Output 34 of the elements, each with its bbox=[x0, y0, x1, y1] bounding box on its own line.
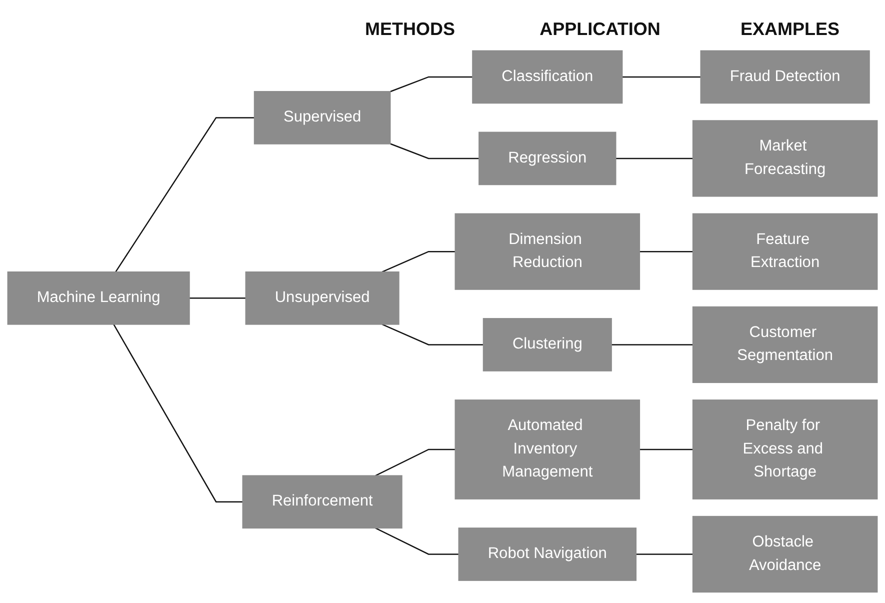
process-box: Supervised bbox=[254, 91, 391, 144]
process-box: Penalty for Excess and Shortage bbox=[692, 400, 878, 500]
process-box: Market Forecasting bbox=[692, 120, 878, 197]
connector-line bbox=[390, 143, 480, 160]
connector-line bbox=[115, 117, 254, 272]
connector-line bbox=[390, 76, 473, 92]
connector-line bbox=[640, 251, 693, 252]
process-box: Fraud Detection bbox=[700, 50, 870, 104]
connector-line bbox=[622, 76, 701, 78]
connector-line bbox=[636, 554, 693, 555]
column-heading: EXAMPLES bbox=[739, 19, 841, 40]
process-box: Obstacle Avoidance bbox=[692, 516, 878, 593]
process-box: Customer Segmentation bbox=[692, 306, 878, 384]
process-box: Feature Extraction bbox=[692, 213, 878, 290]
connector-line bbox=[616, 158, 693, 160]
connector-line bbox=[113, 324, 243, 503]
connector-line bbox=[382, 251, 456, 273]
connector-line bbox=[640, 448, 693, 450]
connector-line bbox=[189, 298, 246, 299]
process-box: Dimension Reduction bbox=[454, 213, 640, 290]
process-box: Robot Navigation bbox=[458, 528, 637, 581]
process-box: Machine Learning bbox=[7, 272, 190, 325]
process-box: Clustering bbox=[482, 318, 612, 372]
process-box: Regression bbox=[478, 132, 616, 186]
connector-line bbox=[611, 344, 693, 346]
process-box: Classification bbox=[472, 50, 623, 104]
process-box: Unsupervised bbox=[245, 272, 400, 325]
process-box: Automated Inventory Management bbox=[454, 400, 640, 500]
column-heading: METHODS bbox=[364, 19, 456, 40]
connector-line bbox=[375, 448, 456, 476]
process-box: Reinforcement bbox=[242, 475, 402, 529]
connector-line bbox=[382, 324, 484, 346]
column-heading: APPLICATION bbox=[538, 19, 662, 40]
connector-line bbox=[375, 528, 459, 555]
